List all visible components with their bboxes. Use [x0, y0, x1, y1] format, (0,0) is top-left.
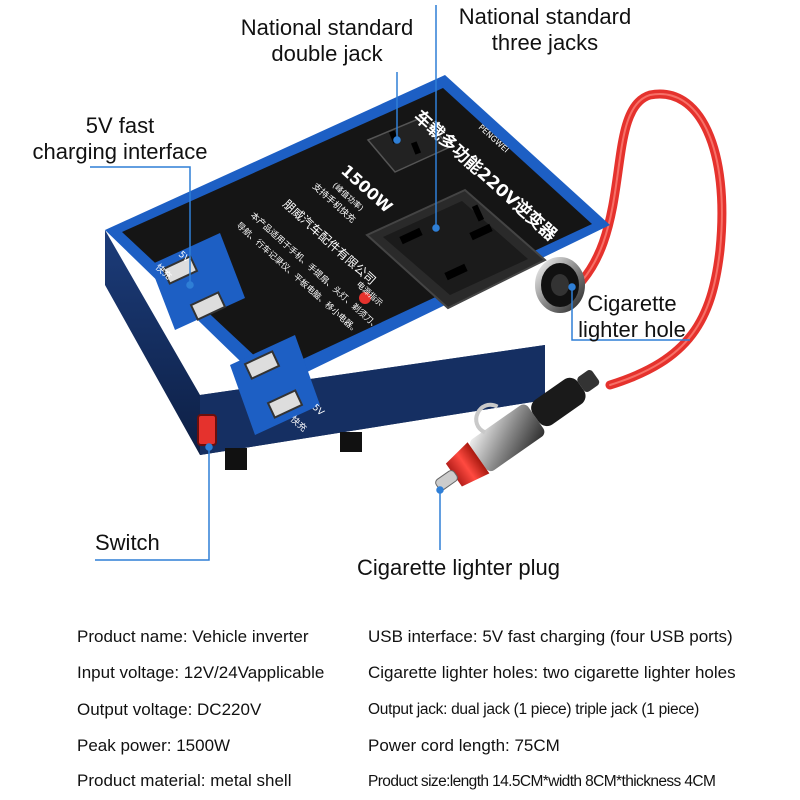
- device-panel: [122, 88, 592, 373]
- lighter-plug: [435, 370, 600, 491]
- spec-cord-length: Power cord length: 75CM: [368, 736, 560, 755]
- double-jack: [366, 116, 452, 173]
- callout-line-lighter-hole: [571, 287, 690, 341]
- product-diagram: 车载多功能220V逆变器 朋威 PENGWEI 1500W (峰值功率) 支持手…: [32, 4, 727, 580]
- spec-product-name: Product name: Vehicle inverter: [77, 627, 309, 646]
- spec-size: Product size:length 14.5CM*width 8CM*thi…: [368, 773, 716, 790]
- inverter-illustration: 车载多功能220V逆变器 朋威 PENGWEI 1500W (峰值功率) 支持手…: [90, 5, 727, 561]
- callout-usb: 5V fast charging interface: [32, 113, 208, 164]
- callout-plug: Cigarette lighter plug: [357, 555, 561, 580]
- spec-output-voltage: Output voltage: DC220V: [77, 700, 262, 719]
- callout-double-jack: National standard double jack: [240, 15, 414, 66]
- spec-material: Product material: metal shell: [77, 771, 292, 790]
- spec-input-voltage: Input voltage: 12V/24Vapplicable: [77, 663, 325, 682]
- callout-line-usb: [90, 166, 191, 285]
- callout-line-switch: [95, 447, 210, 561]
- spec-peak-power: Peak power: 1500W: [77, 736, 231, 755]
- callout-three-jacks: National standard three jacks: [458, 4, 632, 55]
- spec-usb-interface: USB interface: 5V fast charging (four US…: [368, 627, 733, 646]
- spec-lighter-holes: Cigarette lighter holes: two cigarette l…: [368, 663, 736, 682]
- spec-output-jack: Output jack: dual jack (1 piece) triple …: [368, 701, 699, 718]
- callout-lighter-hole: Cigarette lighter hole: [578, 291, 686, 342]
- callout-switch: Switch: [95, 530, 160, 555]
- power-switch: [197, 414, 217, 446]
- power-led: [359, 292, 371, 304]
- spec-list: Product name: Vehicle inverter Input vol…: [0, 620, 800, 800]
